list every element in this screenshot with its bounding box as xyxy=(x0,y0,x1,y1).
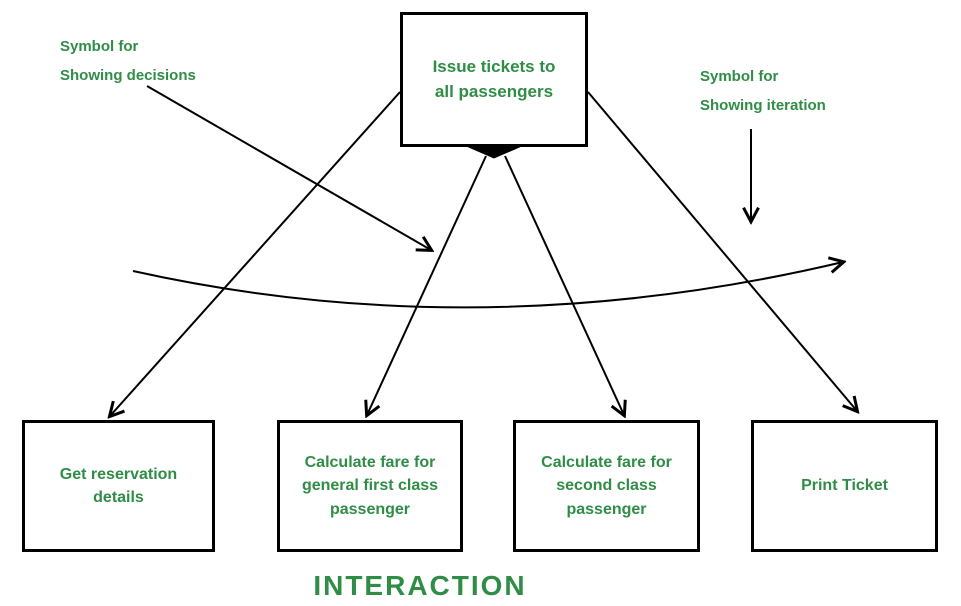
call-arrow-second-class-fare xyxy=(504,155,624,415)
diagram-title: INTERACTION xyxy=(313,570,527,601)
module-box-print-ticket: Print Ticket xyxy=(751,420,938,552)
module-box-second-class-fare: Calculate fare for second class passenge… xyxy=(513,420,700,552)
call-arrow-print-ticket xyxy=(587,91,857,411)
call-arrow-first-class-fare xyxy=(367,155,487,415)
decision-annotation-arrow xyxy=(146,85,431,250)
root-module-label: Issue tickets to all passengers xyxy=(432,56,556,101)
module-box-get-reservation: Get reservation details xyxy=(22,420,215,552)
root-module-box: Issue tickets to all passengers xyxy=(400,12,588,147)
call-arrow-get-reservation xyxy=(110,91,401,416)
module-label: Print Ticket xyxy=(801,477,888,495)
module-label: Get reservation details xyxy=(59,465,178,506)
module-label: Calculate fare for general first class p… xyxy=(301,454,439,518)
module-box-first-class-fare: Calculate fare for general first class p… xyxy=(277,420,463,552)
module-label: Calculate fare for second class passenge… xyxy=(541,454,672,518)
decision-annotation: Symbol for Showing decisions xyxy=(60,38,196,84)
iteration-annotation: Symbol for Showing iteration xyxy=(700,68,826,114)
iteration-arc xyxy=(132,262,843,309)
